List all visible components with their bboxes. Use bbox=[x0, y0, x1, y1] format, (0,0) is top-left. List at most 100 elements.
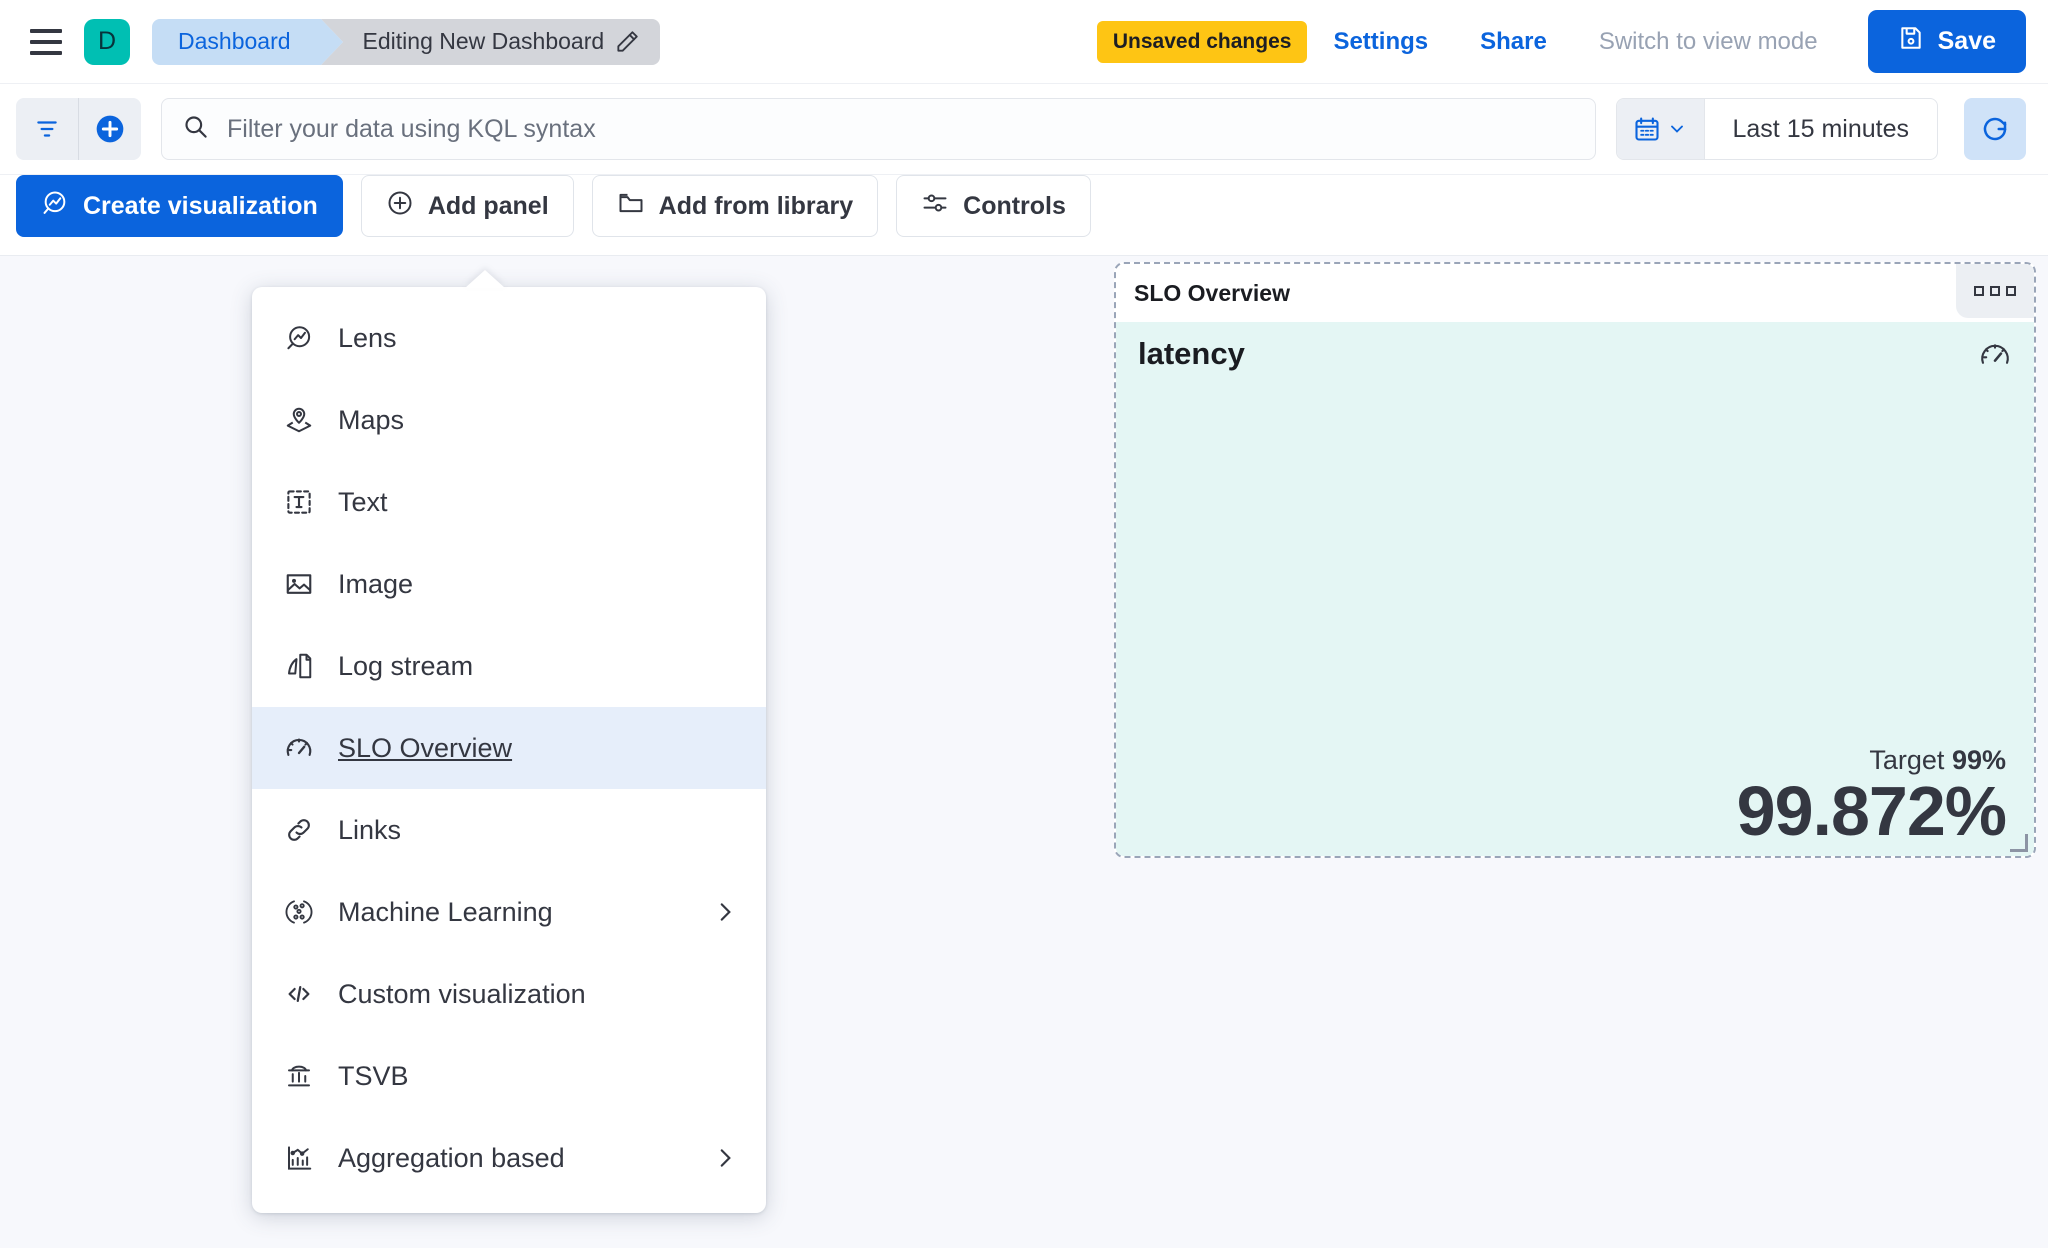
folder-icon bbox=[617, 189, 645, 224]
menu-item-label: TSVB bbox=[338, 1060, 409, 1091]
menu-item-label: Image bbox=[338, 568, 414, 599]
calendar-icon[interactable] bbox=[1616, 99, 1705, 159]
time-range-value[interactable]: Last 15 minutes bbox=[1732, 114, 1910, 143]
controls-button[interactable]: Controls bbox=[896, 175, 1091, 237]
menu-item-image[interactable]: Image bbox=[252, 543, 766, 625]
menu-item-custom-visualization[interactable]: Custom visualization bbox=[252, 953, 766, 1035]
breadcrumb-item-editing[interactable]: Editing New Dashboard bbox=[320, 18, 661, 65]
grid-dots-icon bbox=[2006, 286, 2016, 296]
menu-item-label: Aggregation based bbox=[338, 1142, 565, 1173]
unsaved-changes-badge[interactable]: Unsaved changes bbox=[1096, 20, 1308, 63]
menu-item-label: SLO Overview bbox=[338, 732, 513, 763]
slo-target-label: Target bbox=[1869, 744, 1945, 775]
resize-handle-icon[interactable] bbox=[2010, 834, 2028, 852]
menu-item-label: Maps bbox=[338, 404, 405, 435]
settings-link[interactable]: Settings bbox=[1333, 27, 1429, 55]
menu-item-label: Links bbox=[338, 814, 402, 845]
lens-icon bbox=[282, 321, 316, 355]
chevron-down-icon bbox=[1671, 125, 1683, 133]
hamburger-bar bbox=[30, 28, 62, 33]
text-box-icon bbox=[282, 485, 316, 519]
menu-item-label: Log stream bbox=[338, 650, 474, 681]
save-button[interactable]: Save bbox=[1867, 10, 2026, 73]
lens-icon bbox=[41, 189, 69, 224]
search-icon bbox=[182, 113, 209, 145]
filter-icon[interactable] bbox=[16, 98, 78, 160]
menu-item-log-stream[interactable]: Log stream bbox=[252, 625, 766, 707]
menu-item-text[interactable]: Text bbox=[252, 461, 766, 543]
plus-circle-icon bbox=[386, 189, 414, 224]
aggregation-icon bbox=[282, 1141, 316, 1175]
app-header: D Dashboard Editing New Dashboard Unsave… bbox=[0, 0, 2048, 84]
map-marker-icon bbox=[282, 403, 316, 437]
code-icon bbox=[282, 977, 316, 1011]
grid-dots-icon bbox=[1990, 286, 2000, 296]
header-actions: Unsaved changes Settings Share Switch to… bbox=[1096, 10, 2026, 73]
breadcrumb-item-dashboard[interactable]: Dashboard bbox=[152, 18, 343, 65]
slo-target: Target 99% bbox=[1737, 745, 2006, 776]
menu-item-links[interactable]: Links bbox=[252, 789, 766, 871]
chevron-right-icon bbox=[712, 1145, 738, 1171]
menu-item-label: Machine Learning bbox=[338, 896, 553, 927]
add-from-library-button[interactable]: Add from library bbox=[591, 175, 879, 237]
menu-item-tsvb[interactable]: TSVB bbox=[252, 1035, 766, 1117]
hamburger-bar bbox=[30, 50, 62, 55]
menu-item-label: Lens bbox=[338, 322, 397, 353]
pencil-icon[interactable] bbox=[614, 29, 640, 55]
gauge-icon bbox=[282, 731, 316, 765]
dashboard-canvas: Lens Maps Text bbox=[0, 256, 2048, 1219]
refresh-icon bbox=[1983, 117, 2007, 141]
menu-item-lens[interactable]: Lens bbox=[252, 297, 766, 379]
date-picker: Last 15 minutes bbox=[1615, 98, 1938, 160]
slo-sli-value: 99.872% bbox=[1736, 771, 2007, 850]
breadcrumb-label: Editing New Dashboard bbox=[362, 28, 605, 54]
button-label: Add panel bbox=[427, 191, 549, 220]
machine-learning-icon bbox=[282, 895, 316, 929]
search-input[interactable] bbox=[227, 99, 1575, 159]
menu-item-label: Text bbox=[338, 486, 388, 517]
panel-body: latency Target 99% 99.872% bbox=[1116, 322, 2034, 856]
breadcrumb: Dashboard Editing New Dashboard bbox=[152, 18, 661, 65]
add-panel-button[interactable]: Add panel bbox=[360, 175, 574, 237]
image-icon bbox=[282, 567, 316, 601]
menu-item-label: Custom visualization bbox=[338, 978, 586, 1009]
panel-title: SLO Overview bbox=[1134, 279, 1290, 306]
switch-to-view-mode-link[interactable]: Switch to view mode bbox=[1598, 27, 1818, 55]
slo-overview-panel[interactable]: SLO Overview latency Target 99% bbox=[1114, 262, 2036, 858]
tsvb-icon bbox=[282, 1059, 316, 1093]
avatar[interactable]: D bbox=[84, 18, 130, 65]
query-bar: Last 15 minutes bbox=[0, 84, 2048, 175]
add-panel-menu: Lens Maps Text bbox=[252, 270, 766, 1213]
create-visualization-button[interactable]: Create visualization bbox=[16, 175, 343, 237]
grid-dots-icon bbox=[1974, 286, 1984, 296]
divider bbox=[78, 98, 79, 160]
link-icon bbox=[282, 813, 316, 847]
save-disk-icon bbox=[1898, 25, 1924, 58]
slo-values: Target 99% 99.872% bbox=[1736, 745, 2007, 850]
slo-metric-name: latency bbox=[1138, 336, 1245, 371]
hamburger-bar bbox=[30, 39, 62, 44]
menu-item-aggregation-based[interactable]: Aggregation based bbox=[252, 1117, 766, 1199]
button-label: Controls bbox=[963, 191, 1066, 220]
menu-item-machine-learning[interactable]: Machine Learning bbox=[252, 871, 766, 953]
controls-icon bbox=[921, 189, 949, 224]
menu-item-slo-overview[interactable]: SLO Overview bbox=[252, 707, 766, 789]
refresh-button[interactable] bbox=[1964, 98, 2026, 160]
dashboard-toolbar: Create visualization Add panel Add from … bbox=[0, 175, 2048, 256]
panel-context-menu-button[interactable] bbox=[1956, 264, 2034, 318]
menu-item-maps[interactable]: Maps bbox=[252, 379, 766, 461]
log-stream-icon bbox=[282, 649, 316, 683]
gauge-icon bbox=[1978, 338, 2012, 377]
panel-header: SLO Overview bbox=[1116, 264, 2034, 322]
save-button-label: Save bbox=[1937, 27, 1996, 55]
hamburger-menu-icon[interactable] bbox=[24, 20, 68, 64]
share-link[interactable]: Share bbox=[1480, 27, 1547, 55]
filter-controls bbox=[16, 98, 141, 160]
breadcrumb-label: Dashboard bbox=[178, 28, 291, 54]
popover-arrow bbox=[465, 270, 505, 288]
chevron-right-icon bbox=[712, 899, 738, 925]
slo-target-value: 99% bbox=[1951, 744, 2006, 775]
kql-search-box[interactable] bbox=[161, 98, 1596, 160]
button-label: Add from library bbox=[658, 191, 854, 220]
add-filter-button[interactable] bbox=[79, 98, 141, 160]
